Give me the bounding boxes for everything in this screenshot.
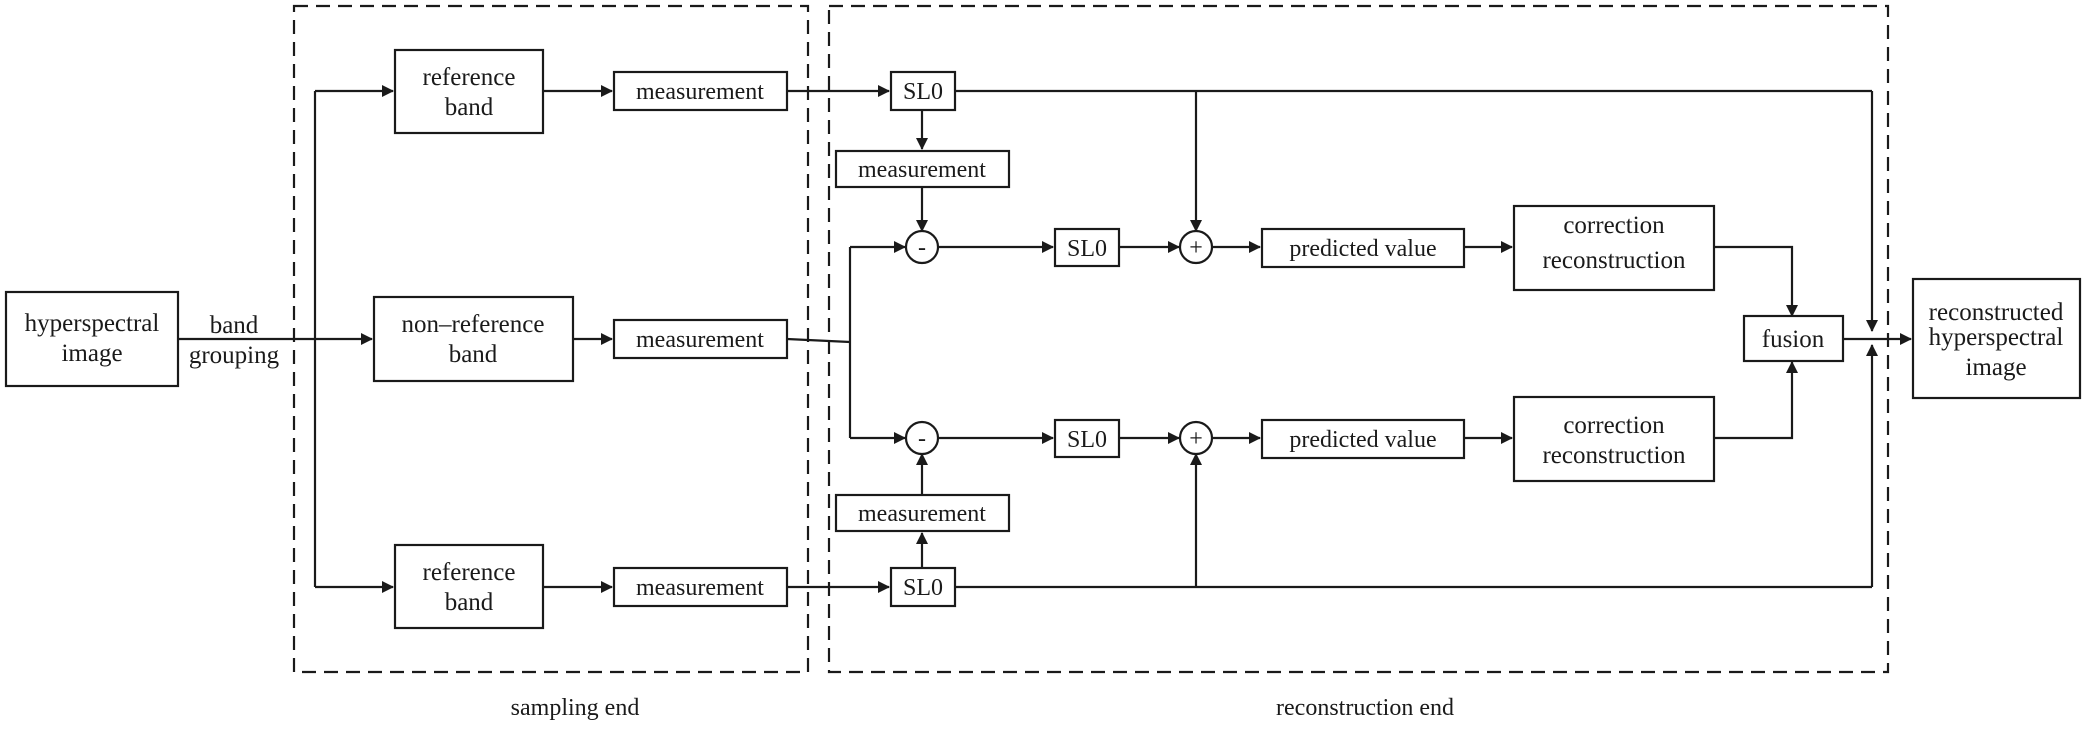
sl0-top-middle: SL0 <box>1053 227 1121 268</box>
sl0-top-reference-label: SL0 <box>903 79 943 105</box>
correction-bottom-line-1: correction <box>1563 412 1665 439</box>
measurement-bottom-sampling-label: measurement <box>636 575 764 601</box>
sampling-end-label: sampling end <box>511 695 640 721</box>
sl0-bottom-middle: SL0 <box>1053 418 1121 459</box>
nonref-line-1: non–reference <box>402 311 545 338</box>
measurement-top-reconstruction-label: measurement <box>858 157 986 183</box>
fusion-block: fusion <box>1742 314 1845 363</box>
sl0-top-middle-label: SL0 <box>1067 236 1107 262</box>
measurement-bottom-reconstruction-label: measurement <box>858 501 986 527</box>
correction-top-line-1: correction <box>1563 212 1665 239</box>
measurement-bottom-reconstruction: measurement <box>834 493 1011 533</box>
bottom-ref-line-2: band <box>445 589 494 616</box>
measurement-middle-sampling-label: measurement <box>636 327 764 353</box>
predicted-value-bottom-label: predicted value <box>1289 427 1436 453</box>
correction-reconstruction-bottom: correction reconstruction <box>1512 395 1716 483</box>
measurement-top-sampling: measurement <box>612 70 789 112</box>
add-top: + <box>1178 229 1214 265</box>
measurement-bottom-sampling: measurement <box>612 566 789 608</box>
sl0-top-reference: SL0 <box>889 70 957 112</box>
predicted-value-bottom: predicted value <box>1260 418 1466 460</box>
output-line-1: reconstructed <box>1929 299 2064 326</box>
nonref-line-2: band <box>449 341 498 368</box>
sl0-bottom-reference: SL0 <box>889 566 957 608</box>
top-ref-line-1: reference <box>423 64 516 91</box>
add-bottom-symbol: + <box>1189 426 1203 452</box>
wire-nonref-meas-out <box>786 337 851 344</box>
sl0-bottom-reference-label: SL0 <box>903 575 943 601</box>
reconstruction-end-frame <box>827 4 1890 674</box>
top-reference-band: reference band <box>393 48 545 135</box>
subtract-top: - <box>904 229 940 265</box>
band-grouping-label: band grouping <box>189 312 280 369</box>
top-ref-line-2: band <box>445 94 494 121</box>
subtract-top-symbol: - <box>918 235 926 261</box>
fusion-label: fusion <box>1762 326 1825 353</box>
bottom-ref-line-1: reference <box>423 559 516 586</box>
wire-bottom-corr-to-fusion <box>1714 361 1798 440</box>
subtract-bottom-symbol: - <box>918 426 926 452</box>
add-bottom: + <box>1178 420 1214 456</box>
predicted-value-top-label: predicted value <box>1289 236 1436 262</box>
output-line-3: image <box>1965 354 2026 381</box>
non-reference-band: non–reference band <box>372 295 575 383</box>
output-reconstructed-image: reconstructed hyperspectral image <box>1911 277 2082 400</box>
correction-reconstruction-top: correction reconstruction <box>1512 204 1716 292</box>
correction-top-line-2: reconstruction <box>1542 247 1686 274</box>
input-hyperspectral-image: hyperspectral image <box>4 290 180 388</box>
bottom-reference-band: reference band <box>393 543 545 630</box>
band-grouping-line-2: grouping <box>189 342 280 369</box>
measurement-top-sampling-label: measurement <box>636 79 764 105</box>
input-line-2: image <box>61 340 122 367</box>
correction-bottom-line-2: reconstruction <box>1542 442 1686 469</box>
subtract-bottom: - <box>904 420 940 456</box>
measurement-middle-sampling: measurement <box>612 318 789 360</box>
reconstruction-end-label: reconstruction end <box>1276 695 1454 721</box>
sl0-bottom-middle-label: SL0 <box>1067 427 1107 453</box>
band-grouping-line-1: band <box>210 312 259 339</box>
wire-top-corr-to-fusion <box>1714 245 1798 317</box>
add-top-symbol: + <box>1189 235 1203 261</box>
input-line-1: hyperspectral <box>25 310 160 337</box>
measurement-top-reconstruction: measurement <box>834 149 1011 189</box>
output-line-2: hyperspectral <box>1929 324 2064 351</box>
predicted-value-top: predicted value <box>1260 227 1466 269</box>
